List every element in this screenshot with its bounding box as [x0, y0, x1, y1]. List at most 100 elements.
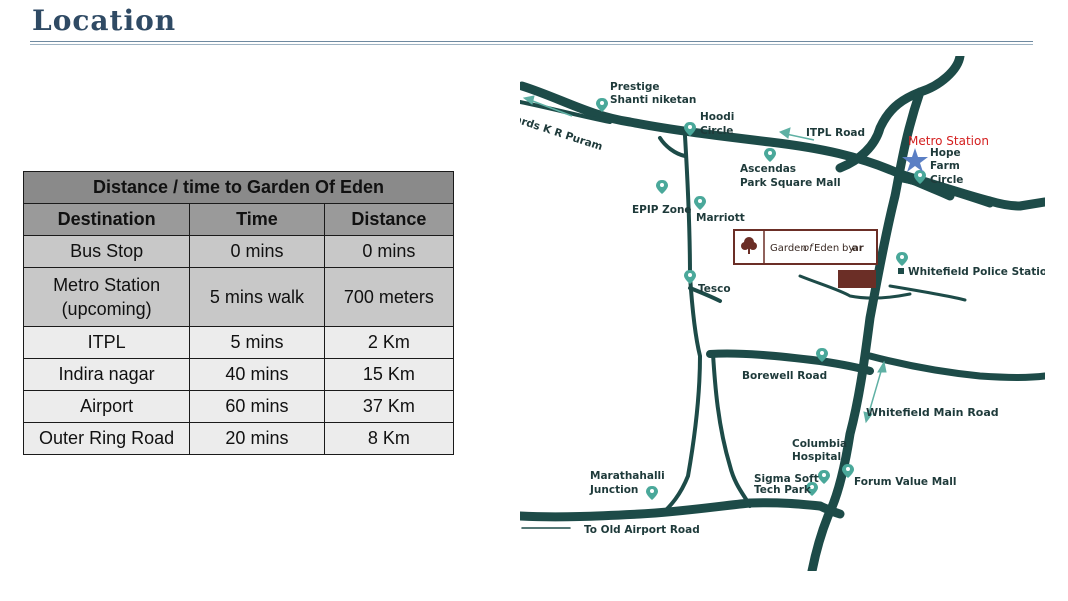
table-header-row: Destination Time Distance [22, 203, 455, 236]
label-sigma-1: Sigma Soft [754, 473, 819, 485]
metro-star-icon [902, 148, 928, 172]
cell-destination-line1: Metro Station [53, 275, 161, 295]
label-marathahalli-1: Marathahalli [590, 470, 665, 482]
cell-time: 40 mins [189, 358, 325, 391]
old-airport-road [520, 498, 825, 522]
cell-distance: 37 Km [323, 390, 455, 423]
cell-destination-line2: (upcoming) [61, 299, 152, 319]
label-old-airport-road: To Old Airport Road [584, 524, 700, 536]
cell-destination: ITPL [22, 326, 191, 359]
table-row: Indira nagar 40 mins 15 Km [22, 358, 455, 391]
direction-arrows [522, 95, 887, 424]
cell-destination: Indira nagar [22, 358, 191, 391]
cell-distance: 700 meters [323, 267, 455, 327]
title-underline [30, 41, 1033, 42]
label-itpl-road: ITPL Road [806, 127, 865, 139]
label-metro-station: Metro Station [908, 134, 989, 148]
inner-road [711, 352, 752, 508]
cell-distance: 15 Km [323, 358, 455, 391]
garden-site-block [838, 270, 876, 288]
map-labels: Prestige Shanti niketan Hoodi Circle ard… [520, 81, 1045, 536]
label-marathahalli-2: Junction [589, 484, 638, 496]
label-epip-zone: EPIP Zone [632, 204, 692, 216]
kr-puram-arrowhead [522, 95, 535, 105]
pin-icon [656, 180, 668, 194]
pin-icon [818, 470, 830, 484]
label-tesco: Tesco [698, 283, 731, 295]
police-station-marker [898, 268, 904, 274]
itpl-arrowhead [778, 127, 791, 139]
cell-distance: 2 Km [323, 326, 455, 359]
table-row: Bus Stop 0 mins 0 mins [22, 235, 455, 268]
itpl-arrow [785, 133, 815, 141]
page-title: Location [32, 4, 177, 37]
label-hope-3: Circle [930, 174, 963, 186]
whitefield-arrow [867, 367, 883, 417]
table-row: Metro Station (upcoming) 5 mins walk 700… [22, 267, 455, 327]
header-distance: Distance [323, 203, 455, 236]
pin-icon [646, 486, 658, 500]
borewell-road [706, 349, 874, 375]
cell-destination: Metro Station (upcoming) [22, 267, 191, 327]
label-prestige-2: Shanti niketan [610, 94, 696, 106]
label-borewell-road: Borewell Road [742, 370, 827, 382]
table-row: ITPL 5 mins 2 Km [22, 326, 455, 359]
whitefield-arrowhead-bottom [863, 411, 873, 424]
label-sigma-2: Tech Park [754, 484, 812, 496]
map-canvas[interactable]: Garden of Eden by ar Prestige Shanti nik… [520, 56, 1045, 571]
hoodi-road [663, 134, 702, 513]
garden-of-eden-logo[interactable]: Garden of Eden by ar [733, 229, 878, 288]
cell-time: 20 mins [189, 422, 325, 455]
tree-icon [741, 237, 757, 254]
label-hoodi-2: Circle [700, 125, 733, 137]
label-marriott: Marriott [696, 212, 745, 224]
hope-farm-road [835, 56, 965, 173]
cell-distance: 0 mins [323, 235, 455, 268]
borewell-road-east [866, 352, 1045, 381]
table-row: Outer Ring Road 20 mins 8 Km [22, 422, 455, 455]
pin-icon [896, 252, 908, 266]
header-time: Time [189, 203, 325, 236]
old-airport-road-east [815, 501, 845, 519]
pin-icon [684, 270, 696, 284]
label-whitefield-main-road: Whitefield Main Road [866, 406, 999, 419]
cell-distance: 8 Km [323, 422, 455, 455]
cell-destination: Outer Ring Road [22, 422, 191, 455]
logo-frame [733, 229, 878, 265]
table-caption-row: Distance / time to Garden Of Eden [23, 171, 454, 204]
cell-time: 0 mins [189, 235, 325, 268]
cell-time: 60 mins [189, 390, 325, 423]
label-ascendas-1: Ascendas [740, 163, 796, 175]
kr-puram-arrow [529, 99, 573, 117]
table-caption: Distance / time to Garden Of Eden [23, 171, 454, 204]
tesco-road [688, 286, 722, 303]
pin-icon [764, 148, 776, 162]
cell-destination: Bus Stop [22, 235, 191, 268]
label-prestige-1: Prestige [610, 81, 660, 93]
garden-brand-text: ar [852, 243, 864, 254]
label-forum-value-mall: Forum Value Mall [854, 476, 956, 488]
label-hoodi-1: Hoodi [700, 111, 734, 123]
location-map[interactable]: Garden of Eden by ar Prestige Shanti nik… [520, 56, 1045, 571]
garden-of-text: of [803, 243, 814, 254]
label-columbia-2: Hospital [792, 451, 841, 463]
kr-puram-road [520, 100, 612, 124]
hoodi-diagonal [658, 136, 687, 158]
cell-time: 5 mins walk [189, 267, 325, 327]
label-hope-2: Farm [930, 160, 960, 172]
cell-time: 5 mins [189, 326, 325, 359]
garden-eden-text: Eden [814, 243, 839, 254]
police-road [798, 274, 912, 300]
garden-by-text: by [842, 243, 854, 254]
whitefield-main-road [807, 87, 925, 571]
title-underline-secondary [30, 44, 1033, 45]
distance-table: Distance / time to Garden Of Eden Destin… [22, 171, 455, 455]
label-columbia-1: Columbia [792, 438, 847, 450]
whitefield-arrowhead-top [877, 360, 887, 373]
garden-text: Garden [770, 243, 807, 254]
label-hope-1: Hope [930, 147, 961, 159]
police-road-east [888, 284, 967, 302]
label-whitefield-police: Whitefield Police Station [908, 266, 1045, 278]
label-ascendas-2: Park Square Mall [740, 177, 841, 189]
